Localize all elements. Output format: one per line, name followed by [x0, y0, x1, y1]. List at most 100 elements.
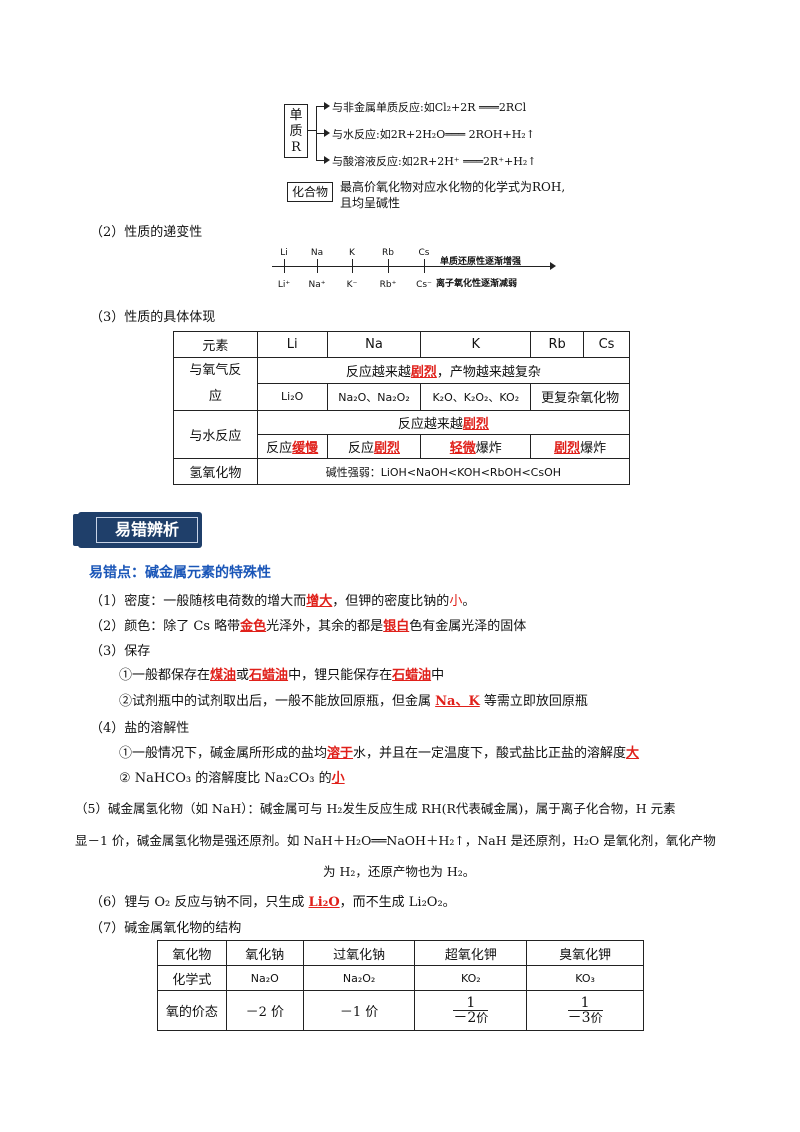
text: ，而不生成 Li₂O₂。	[339, 895, 456, 910]
highlight-text: 石蜡油	[249, 668, 289, 683]
banner-tab-icon	[73, 514, 81, 546]
highlight-text: 小	[331, 771, 345, 786]
diagram-compound-line2: 且均呈碱性	[340, 196, 401, 210]
table-header: 氧化物	[157, 940, 227, 966]
paragraph-storage-b: ②试剂瓶中的试剂取出后，一般不能放回原瓶，但金属 Na、K 等需立即放回原瓶	[119, 690, 588, 709]
trend-element: K	[349, 248, 355, 258]
highlight-text: 溶于	[327, 746, 354, 761]
fraction-numerator: 1	[453, 996, 489, 1011]
text: （2）颜色：除了 Cs 略带	[90, 619, 241, 634]
table-row-label-line: 应	[208, 389, 222, 404]
arrow-icon	[324, 129, 330, 137]
table-cell: 1 －2价	[414, 990, 528, 1031]
paragraph-storage-a: ①一般都保存在煤油或石蜡油中，锂只能保存在石蜡油中	[119, 664, 444, 683]
fraction-numerator: 1	[567, 996, 603, 1011]
highlight-text: 石蜡油	[392, 668, 432, 683]
trend-label-oxidizing: 离子氧化性逐渐减弱	[436, 279, 518, 289]
table-cell: K₂O、K₂O₂、KO₂	[420, 382, 532, 412]
highlight-text: 剧烈	[462, 417, 489, 432]
text: 色有金属光泽的固体	[409, 619, 527, 634]
text: 。	[462, 594, 476, 609]
arrow-icon	[550, 262, 556, 270]
table-cell: －2 价	[225, 990, 304, 1031]
paragraph-hydride-line1: （5）碱金属氢化物（如 NaH）：碱金属可与 H₂发生反应生成 RH(R代表碱金…	[75, 801, 676, 816]
table-header: Na	[326, 331, 422, 358]
text: （6）锂与 O₂ 反应与钠不同，只生成	[90, 895, 309, 910]
fraction: 1 －3价	[567, 996, 603, 1026]
cell-text: 爆炸	[475, 441, 502, 456]
table-cell: KO₃	[526, 965, 644, 991]
diagram-reaction-acid: 与酸溶液反应:如2R+2H⁺ ═══2R⁺+H₂↑	[332, 155, 537, 168]
highlight-text: 煤油	[210, 668, 237, 683]
trend-ion: Na⁺	[308, 280, 326, 290]
table-header: Rb	[530, 331, 585, 358]
table-cell: 反应越来越剧烈	[256, 410, 631, 435]
properties-table: 元素 Li Na K Rb Cs 与氧气反 应 反应越来越剧烈，产物越来越复杂 …	[173, 331, 631, 485]
diagram-box-compound: 化合物	[287, 182, 333, 202]
highlight-text: 银白	[383, 619, 410, 634]
diagram-box-elemental: 单 质 R	[284, 104, 308, 158]
section-title: （3）性质的具体体现	[90, 310, 216, 325]
trend-element: Rb	[382, 248, 394, 258]
cell-text: ，产物越来越复杂	[436, 364, 541, 380]
section-title: （2）性质的递变性	[90, 225, 203, 240]
diagram-reaction-water: 与水反应:如2R+2H₂O═══ 2ROH+H₂↑	[332, 128, 535, 141]
highlight-text: 剧烈	[554, 441, 581, 456]
text: ①一般都保存在	[119, 668, 211, 683]
text: 等需立即放回原瓶	[479, 694, 588, 709]
trend-ion: Cs⁻	[416, 280, 432, 290]
table-cell: 碱性强弱：LiOH<NaOH<KOH<RbOH<CsOH	[256, 458, 631, 485]
table-header: Cs	[583, 331, 630, 358]
diagram-box-elemental-line: R	[291, 140, 301, 155]
paragraph-color: （2）颜色：除了 Cs 略带金色光泽外，其余的都是银白色有金属光泽的固体	[90, 615, 526, 634]
table-row-label: 化学式	[157, 965, 227, 991]
table-header: K	[420, 331, 532, 358]
text: 光泽外，其余的都是	[266, 619, 384, 634]
text: 中，锂只能保存在	[288, 668, 393, 683]
arrow-icon	[324, 156, 330, 164]
table-row-label: 与水反应	[173, 410, 258, 459]
text: 水，并且在一定温度下，酸式盐比正盐的溶解度	[353, 746, 627, 761]
paragraph-storage-title: （3）保存	[90, 644, 151, 659]
table-header: 过氧化钠	[302, 940, 416, 966]
table-cell: 剧烈爆炸	[530, 434, 630, 459]
highlight-text: Na、K	[435, 694, 480, 709]
highlight-text: 大	[626, 746, 640, 761]
table-cell: 更复杂氧化物	[530, 382, 630, 412]
paragraph-solubility-title: （4）盐的溶解性	[90, 721, 190, 736]
table-cell: 轻微爆炸	[420, 434, 532, 459]
table-header: 氧化钠	[225, 940, 304, 966]
cell-text: 爆炸	[580, 441, 607, 456]
diagram-box-elemental-line: 单	[289, 108, 303, 123]
unit: 价	[590, 1011, 603, 1025]
highlight-text: 小	[449, 594, 463, 609]
trend-element: Cs	[418, 248, 430, 258]
paragraph-density: （1）密度：一般随核电荷数的增大而增大，但钾的密度比钠的小。	[90, 590, 475, 609]
highlight-text: 轻微	[449, 441, 476, 456]
text: （1）密度：一般随核电荷数的增大而	[90, 594, 307, 609]
table-row-label: 氢氧化物	[173, 458, 258, 485]
table-cell: Na₂O、Na₂O₂	[326, 382, 422, 412]
cell-text: 反应越来越	[397, 417, 463, 432]
table-cell: 反应剧烈	[326, 434, 422, 459]
cell-text: 反应越来越	[345, 364, 411, 380]
trend-ion: Rb⁺	[379, 280, 397, 290]
diagram-box-elemental-line: 质	[289, 124, 303, 139]
table-cell: Li₂O	[256, 382, 328, 412]
table-cell: －1 价	[302, 990, 416, 1031]
paragraph-solubility-a: ①一般情况下，碱金属所形成的盐均溶于水，并且在一定温度下，酸式盐比正盐的溶解度大	[119, 742, 639, 761]
fraction-denominator: －2价	[453, 1011, 488, 1025]
highlight-text: 增大	[306, 594, 333, 609]
trend-element: Li	[280, 248, 288, 258]
cell-text: 反应	[266, 441, 293, 456]
trend-ion: K⁻	[346, 280, 358, 290]
text: 中	[431, 668, 445, 683]
diagram-compound-line1: 最高价氧化物对应水化物的化学式为ROH,	[340, 180, 566, 194]
cell-text: 反应	[347, 441, 374, 456]
text: ，但钾的密度比钠的	[332, 594, 450, 609]
paragraph-hydride-line3: 为 H₂，还原产物也为 H₂。	[323, 864, 476, 879]
section-heading: 易错点：碱金属元素的特殊性	[89, 565, 271, 581]
fraction-denominator-value: －3	[567, 1010, 591, 1026]
trend-element: Na	[310, 248, 324, 258]
oxide-table: 氧化物 氧化钠 过氧化钠 超氧化钾 臭氧化钾 化学式 Na₂O Na₂O₂ KO…	[157, 940, 644, 1031]
